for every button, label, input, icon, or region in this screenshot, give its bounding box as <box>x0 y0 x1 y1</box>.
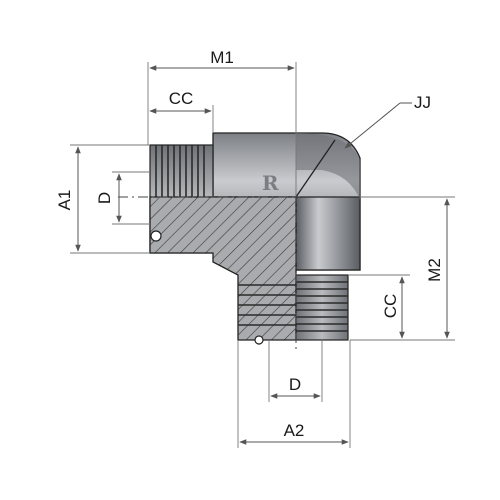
label-a1: A1 <box>55 190 74 211</box>
dim-d-left: D <box>95 171 150 225</box>
dim-cc-right: CC <box>348 274 410 339</box>
label-cc-top: CC <box>169 89 194 108</box>
r-logo-emboss-icon: R <box>262 171 279 195</box>
dim-a2: A2 <box>237 340 351 448</box>
elbow-body: R <box>212 132 361 271</box>
label-m1: M1 <box>210 48 234 67</box>
leader-jj: JJ <box>344 93 431 149</box>
dim-a1: A1 <box>55 144 150 254</box>
centre-lines <box>118 193 300 350</box>
dim-m1: M1 <box>147 48 297 197</box>
dim-cc-top: CC <box>149 89 214 133</box>
dim-d-bottom: D <box>268 340 323 402</box>
section-lower-left <box>149 196 297 345</box>
label-cc-right: CC <box>381 294 400 319</box>
label-d-left: D <box>95 192 114 204</box>
label-d-bottom: D <box>289 375 301 394</box>
label-m2: M2 <box>425 258 444 282</box>
label-jj: JJ <box>414 93 431 112</box>
bottom-thread <box>238 274 349 341</box>
label-a2: A2 <box>284 421 305 440</box>
dim-m2: M2 <box>350 196 455 341</box>
